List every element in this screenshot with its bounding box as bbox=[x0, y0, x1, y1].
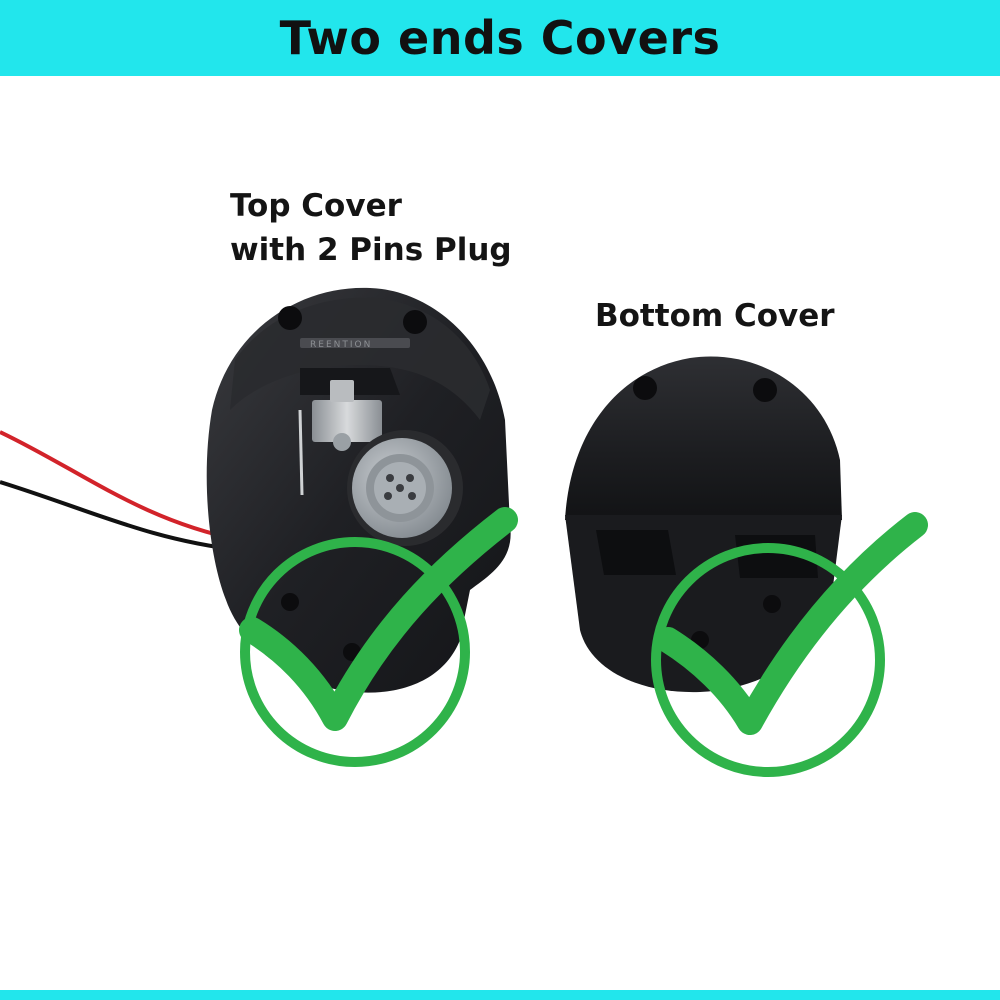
top-cover-label-line1: Top Cover bbox=[230, 188, 402, 224]
title-banner: Two ends Covers bbox=[0, 0, 1000, 76]
top-cover-image: REENTION bbox=[206, 287, 511, 693]
checkmark-circle-icon bbox=[239, 507, 518, 767]
engraving-text: REENTION bbox=[310, 340, 372, 350]
top-cover-label: Top Cover with 2 Pins Plug bbox=[230, 184, 512, 272]
wires bbox=[0, 430, 241, 552]
checkmark-circle-icon bbox=[651, 512, 928, 777]
bottom-cover-label: Bottom Cover bbox=[595, 298, 835, 334]
page-title: Two ends Covers bbox=[279, 11, 721, 65]
top-cover-label-line2: with 2 Pins Plug bbox=[230, 232, 512, 268]
bottom-cover-image bbox=[565, 356, 842, 693]
bottom-stripe bbox=[0, 990, 1000, 1000]
